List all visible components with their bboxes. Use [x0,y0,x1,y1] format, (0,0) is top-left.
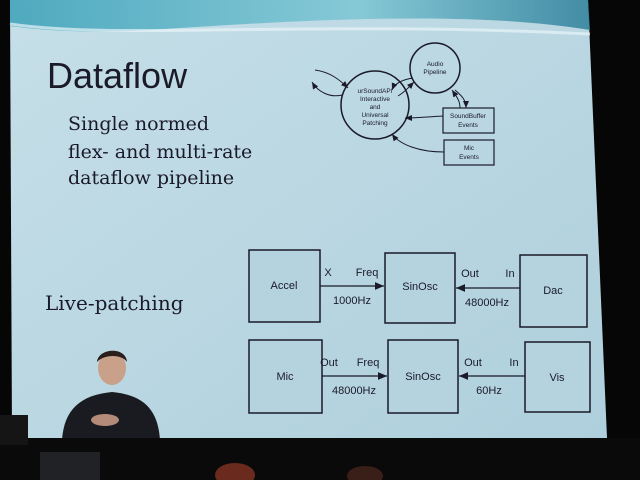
diagram-label: and [370,104,381,111]
presenter [62,350,160,440]
laptop [40,452,100,480]
diagram-label: 1000Hz [333,295,371,307]
patch-row-1: Accel SinOsc Dac X Freq 1000Hz Out In 48… [248,249,588,328]
diagram-label: Patching [362,120,388,127]
diagram-label: In [505,268,514,280]
bullet-line-2: flex- and multi-rate [68,141,252,163]
diagram-label: Out [464,357,482,369]
diagram-label: SoundBuffer [450,113,487,120]
diagram-label: Universal [361,112,389,119]
podium [0,415,28,445]
diagram-label: X [324,267,332,279]
accel-box [248,249,321,323]
audio-pipeline-node [409,42,461,94]
slide-title: Dataflow [47,55,188,96]
audience-head [215,463,255,480]
diagram-label: Vis [549,372,565,384]
diagram-label: urSoundAPI [357,88,392,95]
diagram-label: Mic [276,371,294,383]
diagram-label: 48000Hz [465,297,509,309]
urSoundAPI-node [340,70,410,140]
sinosc-box-1 [384,252,456,324]
soundbuffer-events-node [442,107,495,134]
diagram-label: Freq [356,267,379,279]
diagram-label: 48000Hz [332,385,376,397]
diagram-label: Dac [543,285,563,297]
sinosc-box-2 [387,339,459,414]
diagram-label: SinOsc [405,371,441,383]
diagram-label: Events [458,122,479,129]
diagram-label: 60Hz [476,385,502,397]
diagram-label: Audio [427,61,444,68]
diagram-label: SinOsc [402,281,438,293]
diagram-label: Out [461,268,479,280]
diagram-label: Mic [464,145,475,152]
vis-box [524,341,591,413]
bullet-line-3: dataflow pipeline [68,167,234,189]
diagram-label: In [509,357,518,369]
audience-head [347,466,383,480]
diagram-label: Interactive [360,96,390,103]
diagram-label: Out [320,357,338,369]
slide-background [10,0,607,438]
diagram-label: Freq [357,357,380,369]
bullet-line-1: Single normed [68,113,209,135]
stage-floor [0,438,640,480]
header-swoosh [10,0,590,32]
patch-row-2: Mic SinOsc Vis Out Freq 48000Hz Out In 6… [248,339,591,414]
live-patching-heading: Live-patching [45,291,184,315]
dac-box [519,254,588,328]
diagram-label: Accel [271,280,298,292]
diagram-label: Events [459,154,480,161]
mic-box [248,339,323,414]
pipeline-diagram: urSoundAPI Interactive and Universal Pat… [311,42,495,166]
diagram-label: Pipeline [423,69,447,76]
